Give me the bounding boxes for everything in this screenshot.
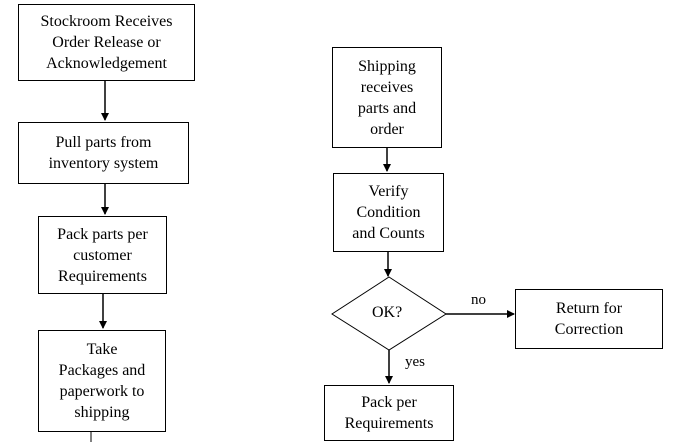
decision-diamond: [331, 276, 447, 351]
no-branch-label: Return for Correction: [554, 300, 624, 338]
right-step-pack-per-requirements: Pack per Requirements: [324, 385, 454, 441]
decision-label: OK?: [372, 304, 403, 321]
left-step-take-packages: Take Packages and paperwork to shipping: [38, 330, 166, 432]
left-step-2-label: Pull parts from inventory system: [48, 134, 159, 172]
edge-label-yes: yes: [405, 354, 425, 370]
right-step-1-label: Shipping receives parts and order: [357, 57, 417, 138]
left-step-3-label: Pack parts per customer Requirements: [57, 225, 148, 285]
right-step-2-label: Verify Condition and Counts: [352, 183, 425, 242]
right-step-shipping-receives: Shipping receives parts and order: [332, 47, 442, 148]
right-step-return-for-correction: Return for Correction: [515, 289, 663, 349]
left-step-pack-parts: Pack parts per customer Requirements: [38, 216, 167, 294]
right-step-verify: Verify Condition and Counts: [333, 173, 444, 252]
yes-branch-label: Pack per Requirements: [344, 394, 434, 432]
left-step-4-label: Take Packages and paperwork to shipping: [58, 341, 146, 421]
left-step-stockroom-receives: Stockroom Receives Order Release or Ackn…: [18, 4, 195, 81]
left-step-1-label: Stockroom Receives Order Release or Ackn…: [40, 13, 173, 72]
left-step-pull-parts: Pull parts from inventory system: [18, 122, 189, 184]
edge-label-no: no: [471, 292, 486, 308]
